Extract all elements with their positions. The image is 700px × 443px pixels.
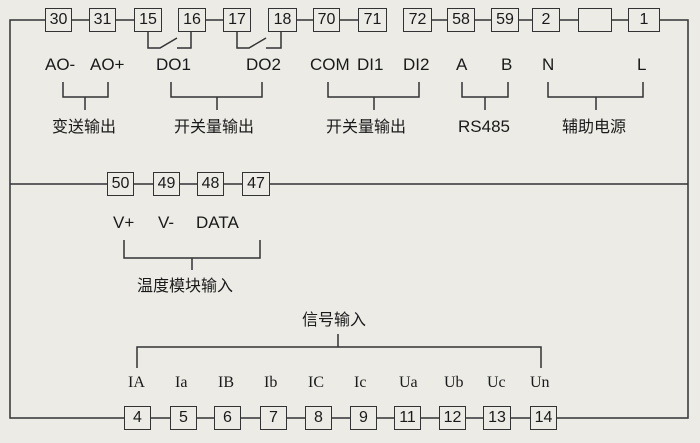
bracket-rs485 xyxy=(461,82,509,110)
terminal-72: 72 xyxy=(403,8,432,32)
label-do1: DO1 xyxy=(156,55,191,74)
caption-switch-output-di: 开关量输出 xyxy=(326,117,407,136)
do2-contact xyxy=(236,32,282,49)
frame-top-right xyxy=(557,19,689,419)
caption-signal-input: 信号输入 xyxy=(302,310,367,329)
terminal-7: 7 xyxy=(260,406,287,430)
signal-label: IC xyxy=(308,374,324,391)
terminal-11: 11 xyxy=(394,406,421,430)
do1-contact xyxy=(147,32,192,49)
signal-label: Ib xyxy=(264,374,278,391)
terminal-8: 8 xyxy=(305,406,332,430)
terminal-9: 9 xyxy=(350,406,377,430)
terminal-13: 13 xyxy=(483,406,511,430)
label-ao-plus: AO+ xyxy=(90,55,125,74)
terminal-48: 48 xyxy=(197,172,224,196)
label-data: DATA xyxy=(196,213,239,232)
signal-label: Ia xyxy=(175,374,188,391)
terminal-6: 6 xyxy=(214,406,241,430)
label-v-minus: V- xyxy=(158,213,175,232)
signal-label: Ub xyxy=(444,374,464,391)
caption-rs485: RS485 xyxy=(458,117,510,136)
label-di2: DI2 xyxy=(403,55,430,74)
label-v-plus: V+ xyxy=(113,213,135,232)
signal-label: Ic xyxy=(354,374,367,391)
terminal-47: 47 xyxy=(242,172,270,196)
terminal-31: 31 xyxy=(89,8,116,32)
caption-transmit-output: 变送输出 xyxy=(52,117,117,136)
signal-label: Un xyxy=(530,374,550,391)
label-di1: DI1 xyxy=(357,55,384,74)
caption-aux-power: 辅助电源 xyxy=(562,117,627,136)
terminal-blank xyxy=(578,8,612,32)
label-b: B xyxy=(501,55,513,74)
terminal-71: 71 xyxy=(358,8,387,32)
signal-label: Uc xyxy=(487,374,506,391)
terminal-12: 12 xyxy=(439,406,466,430)
frame-top-left xyxy=(9,19,124,419)
bracket-signal xyxy=(136,334,542,368)
label-do2: DO2 xyxy=(246,55,281,74)
signal-label: IA xyxy=(128,374,145,391)
terminal-70: 70 xyxy=(313,8,340,32)
label-l: L xyxy=(637,55,647,74)
terminal-15: 15 xyxy=(134,8,162,32)
bracket-transmit xyxy=(62,82,109,110)
label-a: A xyxy=(456,55,468,74)
label-n: N xyxy=(542,55,555,74)
terminal-59: 59 xyxy=(491,8,519,32)
terminal-5: 5 xyxy=(170,406,197,430)
terminal-16: 16 xyxy=(178,8,206,32)
terminal-2: 2 xyxy=(532,8,560,32)
caption-switch-output-do: 开关量输出 xyxy=(174,117,255,136)
bracket-temperature xyxy=(123,240,261,270)
terminal-18: 18 xyxy=(268,8,297,32)
terminal-17: 17 xyxy=(223,8,251,32)
terminal-4: 4 xyxy=(124,406,151,430)
bracket-do xyxy=(170,82,263,110)
terminal-1: 1 xyxy=(628,8,660,32)
bracket-aux-power xyxy=(547,82,644,110)
terminal-49: 49 xyxy=(153,172,180,196)
terminal-30: 30 xyxy=(45,8,72,32)
signal-label: IB xyxy=(218,374,234,391)
terminal-50: 50 xyxy=(107,172,134,196)
signal-label: Ua xyxy=(399,374,418,391)
caption-temperature-module-input: 温度模块输入 xyxy=(137,276,234,295)
bracket-di xyxy=(327,82,420,110)
terminal-14: 14 xyxy=(530,406,557,430)
label-ao-minus: AO- xyxy=(45,55,76,74)
terminal-58: 58 xyxy=(447,8,475,32)
label-com: COM xyxy=(310,55,350,74)
